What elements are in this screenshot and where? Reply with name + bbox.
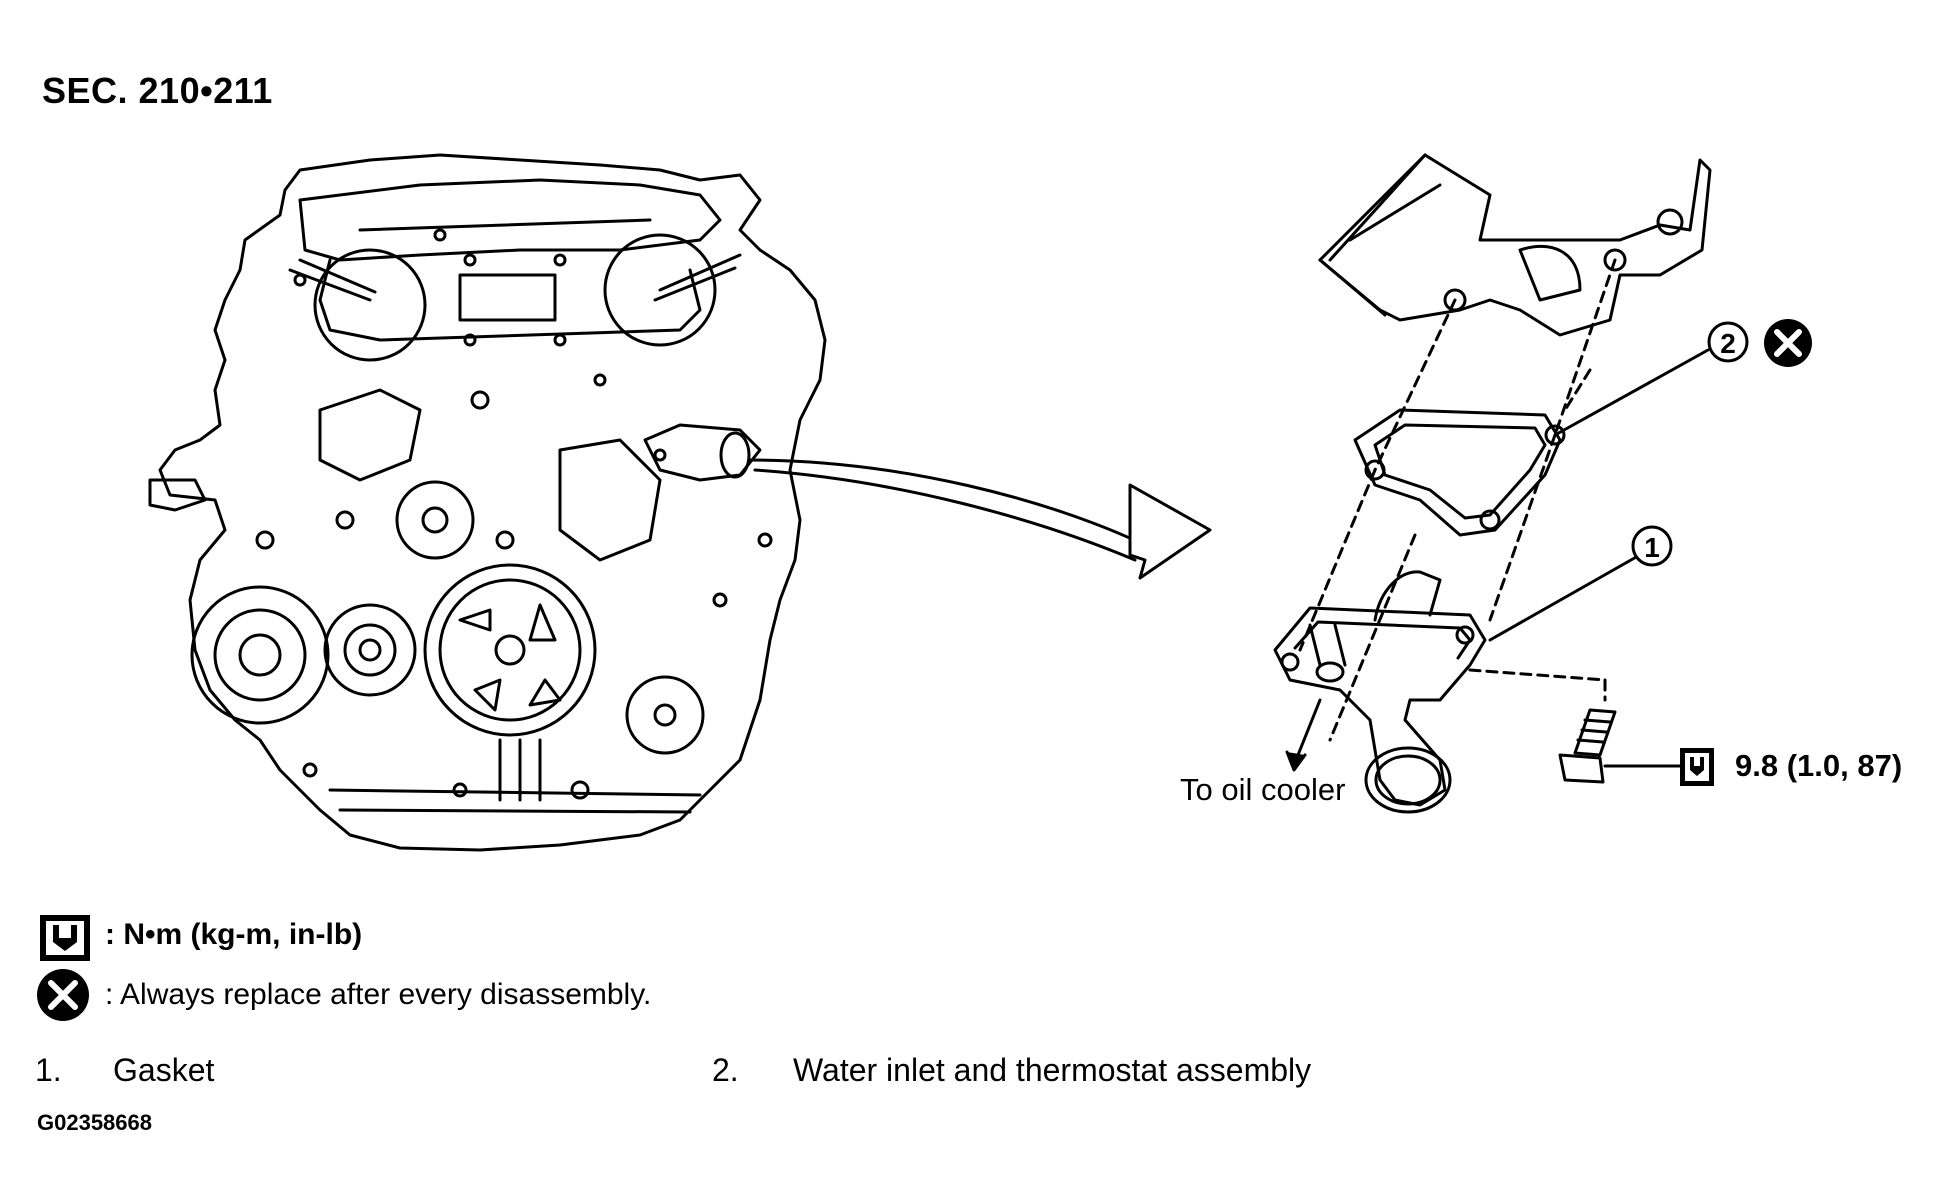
water-inlet: [1273, 570, 1487, 814]
part-1-number: 1: [1644, 532, 1660, 563]
upper-housing: [1318, 153, 1712, 337]
figure-id: G02358668: [37, 1110, 152, 1135]
torque-value: 9.8 (1.0, 87): [1735, 748, 1903, 783]
oil-cooler-label: To oil cooler: [1180, 772, 1346, 807]
engine-illustration: [148, 153, 827, 852]
legend-replace-icon: [37, 969, 89, 1021]
detail-arrow: [748, 458, 1212, 580]
part-1-list-label: Gasket: [113, 1052, 215, 1088]
replace-x-icon: [1764, 319, 1812, 367]
part-2-list-number: 2.: [712, 1052, 739, 1088]
part-2-list-label: Water inlet and thermostat assembly: [793, 1052, 1312, 1088]
part-1-callout: 1: [1631, 525, 1673, 567]
legend-torque-units: : N•m (kg-m, in-lb): [105, 918, 363, 951]
torque-wrench-icon: [1680, 748, 1714, 786]
alignment-lines: [1298, 258, 1617, 742]
part-2-callout: 2: [1707, 321, 1749, 363]
leader-lines: [1488, 348, 1710, 642]
bolt: [1558, 708, 1682, 784]
part-2-number: 2: [1720, 328, 1736, 359]
gasket: [1353, 408, 1566, 537]
legend-torque-icon: [40, 915, 90, 961]
part-1-list-number: 1.: [35, 1052, 62, 1088]
legend-replace-note: : Always replace after every disassembly…: [105, 978, 652, 1011]
section-title: SEC. 210•211: [42, 70, 273, 111]
